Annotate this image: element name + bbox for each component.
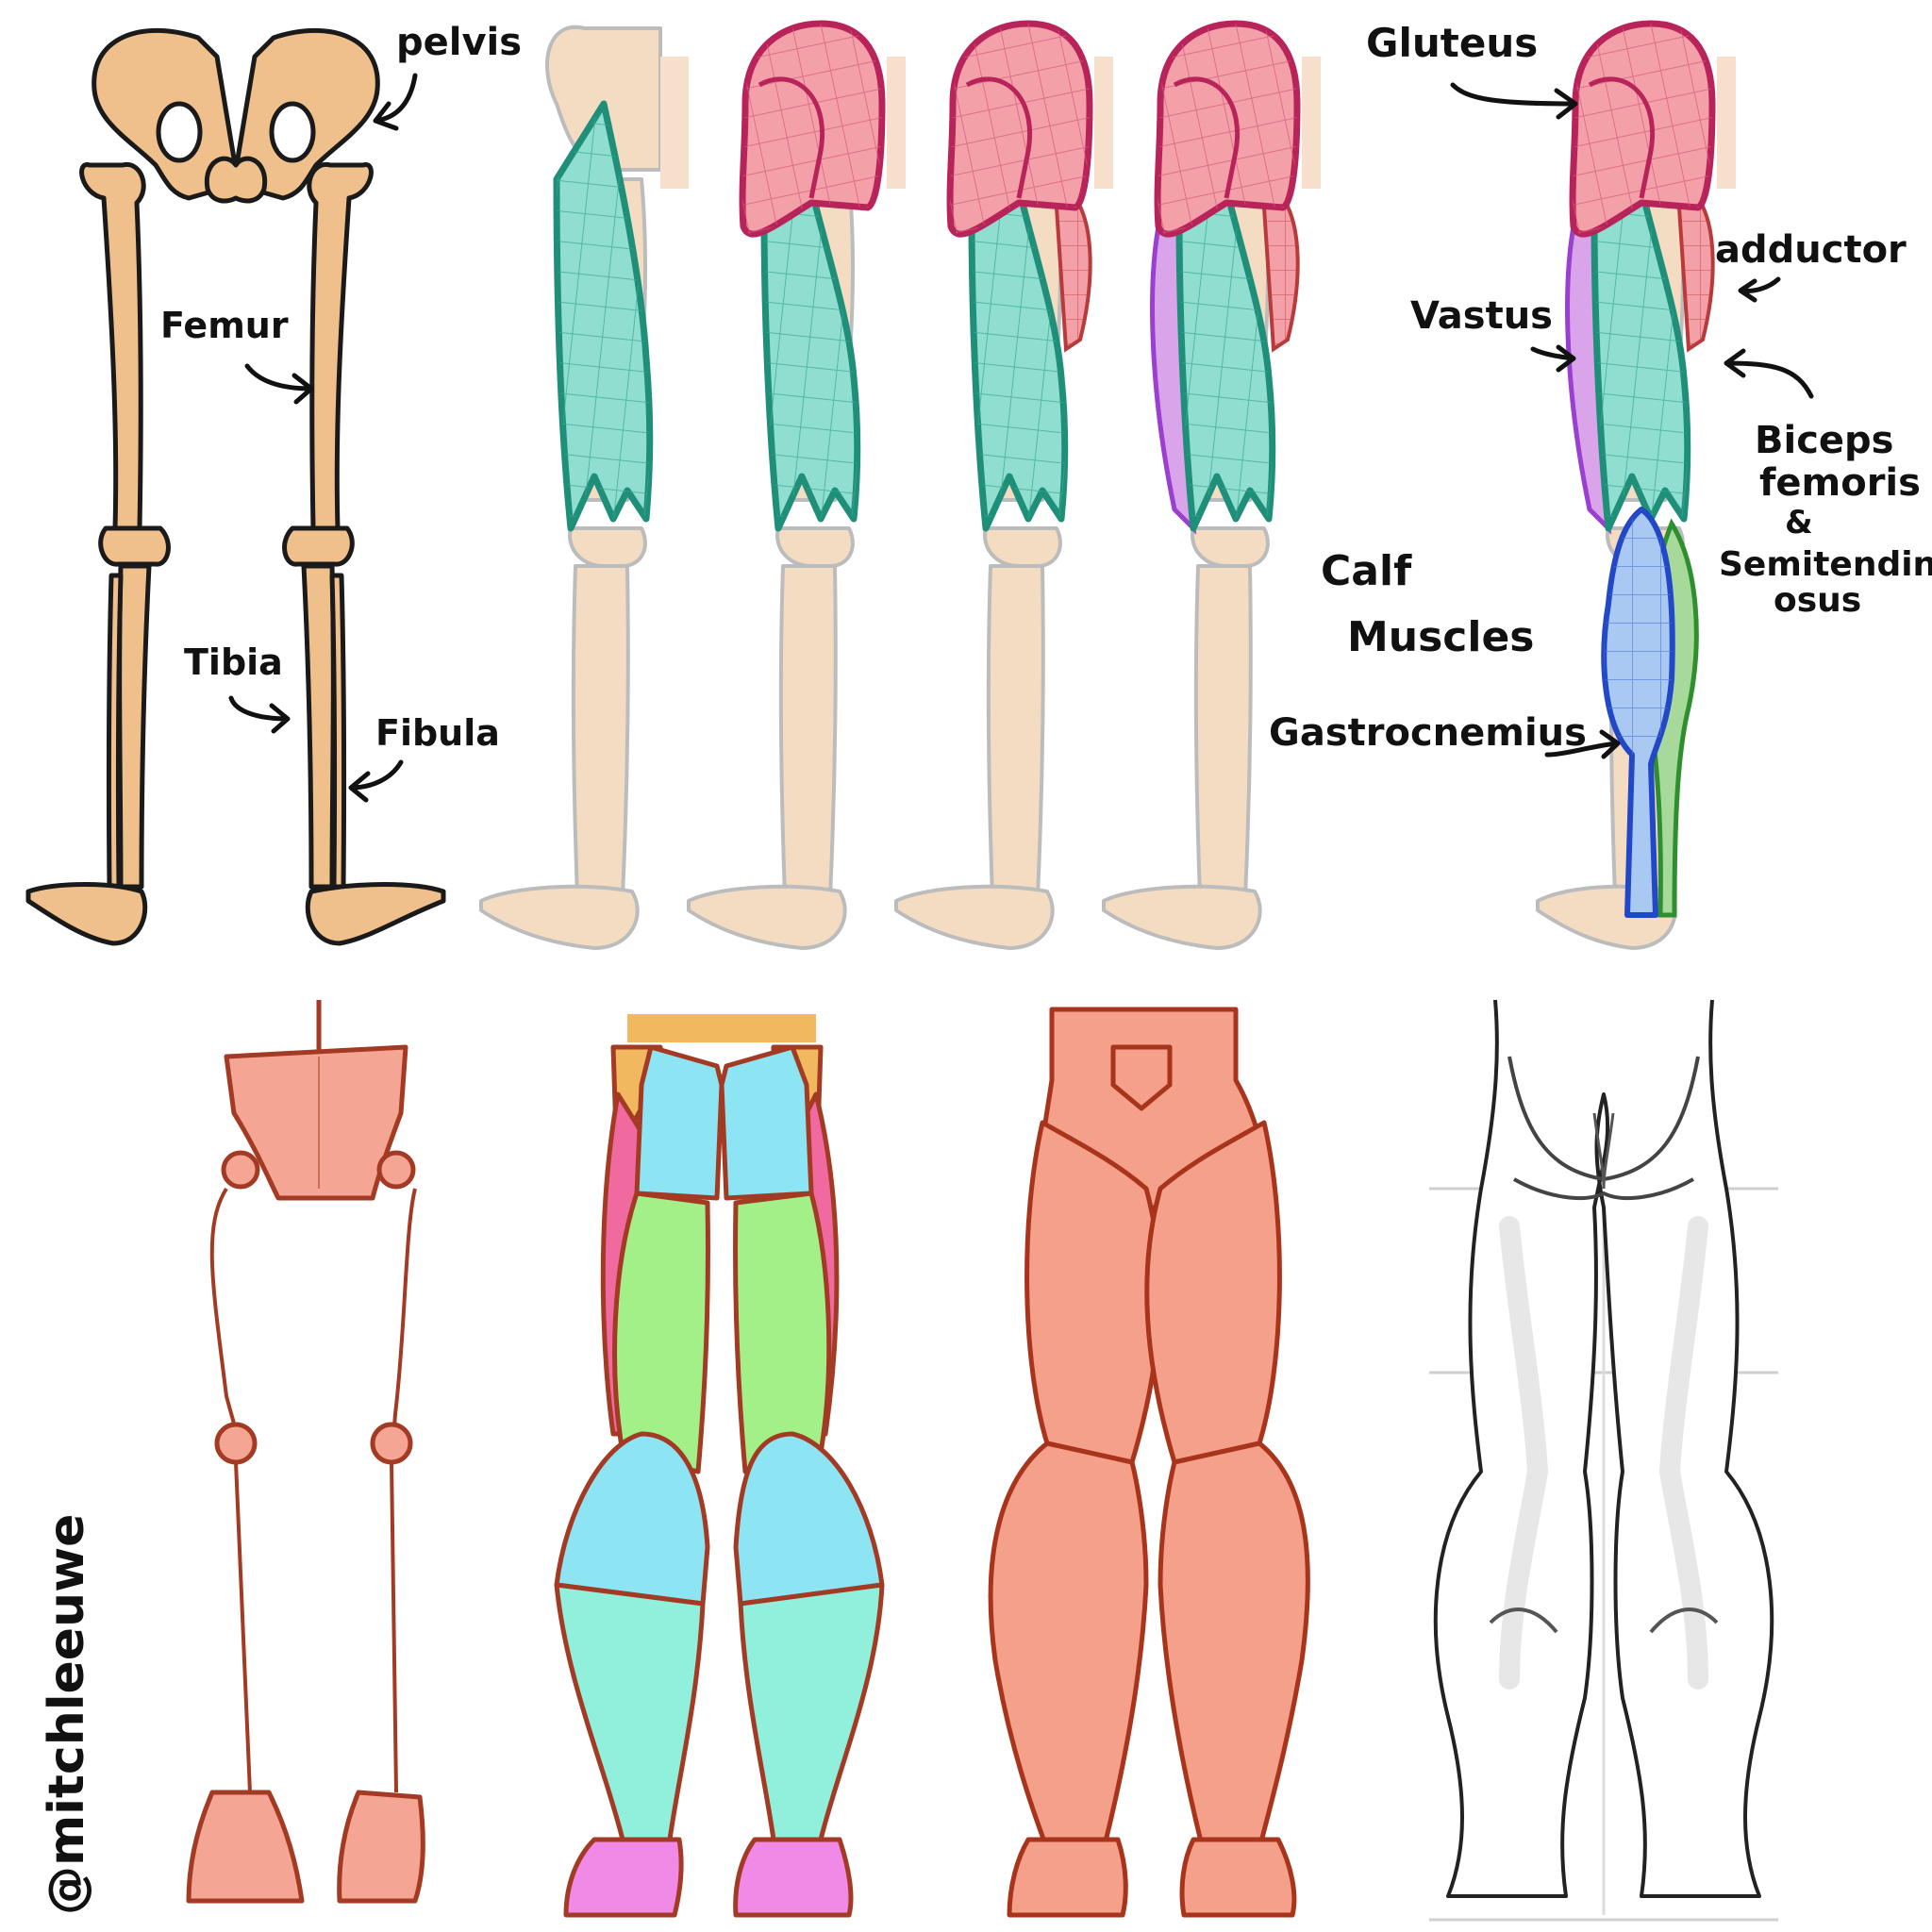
right-knee bbox=[282, 525, 355, 567]
vastus-grid-1 bbox=[557, 104, 650, 528]
block-thigh-left bbox=[612, 1191, 711, 1474]
label-femur: Femur bbox=[160, 305, 289, 346]
label-biceps-5: osus bbox=[1774, 581, 1861, 620]
label-biceps-3: & bbox=[1785, 504, 1813, 541]
right-foot bbox=[305, 882, 446, 946]
femur-arrow bbox=[244, 363, 314, 405]
simple-hip-left bbox=[221, 1150, 260, 1190]
left-knee bbox=[98, 525, 171, 567]
left-tibia bbox=[117, 563, 152, 890]
simple-pelvis bbox=[224, 1044, 408, 1201]
label-gastrocnemius: Gastrocnemius bbox=[1269, 711, 1587, 755]
right-fibula bbox=[329, 573, 347, 890]
mass-thigh-right bbox=[1144, 1120, 1282, 1465]
label-vastus: Vastus bbox=[1410, 294, 1553, 338]
gastrocnemius-arrow bbox=[1544, 729, 1621, 759]
right-leg-bones bbox=[282, 162, 446, 946]
label-adductor: adductor bbox=[1715, 228, 1907, 272]
block-calf-top-right bbox=[733, 1431, 885, 1607]
label-tibia: Tibia bbox=[184, 641, 283, 683]
fibula-arrow bbox=[348, 759, 404, 803]
biceps-arrow bbox=[1724, 348, 1814, 399]
right-tibia bbox=[301, 563, 336, 890]
simple-shapes-legs bbox=[186, 1000, 425, 1904]
mass-thigh-left bbox=[1024, 1120, 1162, 1465]
label-biceps-4: Semitendin- bbox=[1719, 545, 1932, 584]
simple-hip-right bbox=[376, 1150, 416, 1190]
gluteus-arrow bbox=[1450, 82, 1578, 120]
label-calf-1: Calf bbox=[1321, 547, 1412, 595]
block-glute-right bbox=[719, 1044, 814, 1201]
tibia-arrow bbox=[228, 695, 291, 734]
block-glute-left bbox=[634, 1044, 724, 1201]
pelvis-bone bbox=[92, 28, 380, 204]
block-thigh-right bbox=[732, 1191, 832, 1474]
block-foot-left bbox=[563, 1837, 684, 1918]
faded-knee bbox=[568, 526, 647, 568]
label-biceps-1: Biceps bbox=[1755, 419, 1893, 462]
mass-foot-left bbox=[1007, 1837, 1128, 1918]
mass-legs bbox=[988, 1007, 1310, 1918]
pelvis-arrow bbox=[373, 73, 418, 131]
simple-knee-left bbox=[214, 1422, 258, 1465]
simple-foot-right bbox=[337, 1790, 425, 1904]
left-femur bbox=[79, 162, 146, 531]
left-leg-bones bbox=[25, 162, 171, 946]
side-leg-2 bbox=[687, 20, 906, 950]
label-pelvis: pelvis bbox=[396, 21, 522, 64]
label-calf-2: Muscles bbox=[1347, 613, 1535, 661]
simple-knee-right bbox=[370, 1422, 413, 1465]
label-biceps-2: femoris bbox=[1759, 461, 1921, 505]
faded-tibia bbox=[571, 564, 630, 898]
label-gluteus: Gluteus bbox=[1366, 20, 1538, 66]
block-calf-right bbox=[738, 1582, 885, 1842]
label-fibula: Fibula bbox=[375, 712, 500, 754]
side-leg-5 bbox=[1536, 20, 1736, 950]
simple-foot-left bbox=[186, 1790, 305, 1904]
sketch-legs bbox=[1429, 999, 1778, 1922]
watermark: @mitchleeuwe bbox=[39, 1514, 95, 1915]
faded-foot bbox=[479, 884, 640, 950]
adductor-arrow bbox=[1738, 276, 1781, 303]
block-calf-top-left bbox=[554, 1431, 710, 1607]
mass-calf-right bbox=[1158, 1441, 1310, 1852]
pelvis-edge-1 bbox=[660, 57, 689, 189]
color-block-legs bbox=[554, 1014, 885, 1918]
side-leg-3 bbox=[894, 20, 1113, 950]
block-foot-right bbox=[733, 1837, 854, 1918]
side-leg-1 bbox=[479, 25, 689, 950]
side-leg-4 bbox=[1102, 20, 1321, 950]
vastus-arrow bbox=[1530, 344, 1576, 373]
left-fibula bbox=[106, 573, 124, 890]
mass-calf-left bbox=[988, 1441, 1149, 1852]
block-calf-left bbox=[554, 1582, 706, 1842]
right-femur bbox=[307, 162, 374, 531]
skeleton-front bbox=[25, 28, 446, 946]
left-foot bbox=[25, 882, 148, 946]
mass-foot-right bbox=[1179, 1837, 1297, 1918]
